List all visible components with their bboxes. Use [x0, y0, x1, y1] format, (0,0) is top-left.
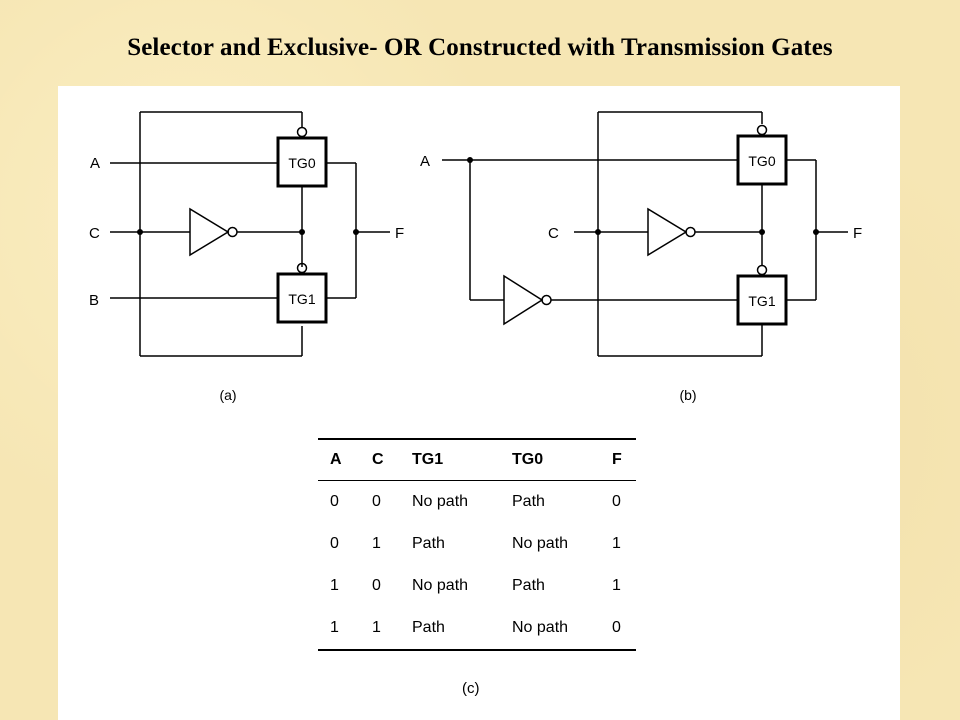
- label-a-input-c: C: [89, 225, 100, 242]
- table-row: 0 0 No path Path 0: [318, 481, 636, 523]
- cell-tg0: No path: [512, 619, 569, 636]
- cell-c: 0: [372, 577, 381, 594]
- label-b-tg0: TG0: [748, 153, 775, 169]
- cell-tg1: No path: [412, 577, 469, 594]
- slide-title: Selector and Exclusive- OR Constructed w…: [127, 34, 833, 61]
- tg0-a-bubble: [296, 126, 308, 138]
- label-a-tg0: TG0: [288, 155, 315, 171]
- cell-c: 1: [372, 619, 381, 636]
- inverter-b-a-bubble: [541, 294, 552, 306]
- label-b-input-c: C: [548, 225, 559, 242]
- diagram-a: [110, 111, 390, 357]
- table-row: 1 1 Path No path 0: [318, 607, 636, 649]
- table-header-row: A C TG1 TG0 F: [318, 440, 636, 480]
- label-b-input-a: A: [420, 153, 430, 170]
- inverter-a: [189, 207, 230, 257]
- tg1-b-box: [736, 274, 788, 326]
- inverter-b-c: [647, 207, 688, 257]
- tg0-b-box: [736, 134, 788, 186]
- label-a-tg1: TG1: [288, 291, 315, 307]
- table-row: 0 1 Path No path 1: [318, 523, 636, 565]
- cell-a: 1: [330, 577, 339, 594]
- junction-b-a: [467, 157, 473, 163]
- figure-panel: A C B F TG0 TG1 (a) A C F TG0 TG1 (b) A …: [58, 86, 900, 720]
- truth-table: A C TG1 TG0 F 0 0 No path Path 0 0 1 Pat…: [318, 438, 636, 651]
- header-a: A: [330, 451, 342, 468]
- junction-b-c: [595, 229, 601, 235]
- inverter-a-bubble: [227, 226, 238, 238]
- table-rule-bottom: [318, 649, 636, 651]
- cell-tg1: Path: [412, 619, 445, 636]
- caption-c: (c): [462, 680, 480, 697]
- header-f: F: [612, 451, 622, 468]
- label-b-output-f: F: [853, 225, 862, 242]
- cell-f: 1: [612, 535, 621, 552]
- cell-tg0: Path: [512, 577, 545, 594]
- inverter-b-c-bubble: [685, 226, 696, 238]
- table-rule-mid: [318, 480, 636, 481]
- diagram-b: [442, 111, 848, 357]
- cell-tg0: No path: [512, 535, 569, 552]
- tg1-b-bubble: [756, 264, 768, 276]
- table-rule-top: [318, 438, 636, 440]
- tg0-b-bubble: [756, 124, 768, 136]
- label-a-output-f: F: [395, 225, 404, 242]
- cell-a: 0: [330, 535, 339, 552]
- header-tg0: TG0: [512, 451, 544, 468]
- cell-tg0: Path: [512, 493, 545, 510]
- cell-f: 0: [612, 619, 621, 636]
- cell-tg1: Path: [412, 535, 445, 552]
- cell-tg1: No path: [412, 493, 469, 510]
- cell-f: 0: [612, 493, 621, 510]
- cell-c: 0: [372, 493, 381, 510]
- tg1-a-bubble: [296, 262, 308, 274]
- caption-a: (a): [219, 387, 236, 403]
- inverter-b-a: [503, 274, 544, 326]
- tg1-a-box: [276, 272, 328, 324]
- cell-a: 0: [330, 493, 339, 510]
- label-a-input-a: A: [90, 155, 100, 172]
- junction-a-f: [353, 229, 359, 235]
- junction-b-f: [813, 229, 819, 235]
- cell-c: 1: [372, 535, 381, 552]
- table-row: 1 0 No path Path 1: [318, 565, 636, 607]
- circuit-diagrams: A C B F TG0 TG1 (a) A C F TG0 TG1 (b): [89, 111, 862, 403]
- caption-b: (b): [679, 387, 696, 403]
- junction-a-c: [137, 229, 143, 235]
- junction-b-cbar: [759, 229, 765, 235]
- label-a-input-b: B: [89, 292, 99, 309]
- tg0-a-box: [276, 136, 328, 188]
- cell-a: 1: [330, 619, 339, 636]
- label-b-tg1: TG1: [748, 293, 775, 309]
- header-c: C: [372, 451, 384, 468]
- cell-f: 1: [612, 577, 621, 594]
- junction-a-cbar: [299, 229, 305, 235]
- header-tg1: TG1: [412, 451, 444, 468]
